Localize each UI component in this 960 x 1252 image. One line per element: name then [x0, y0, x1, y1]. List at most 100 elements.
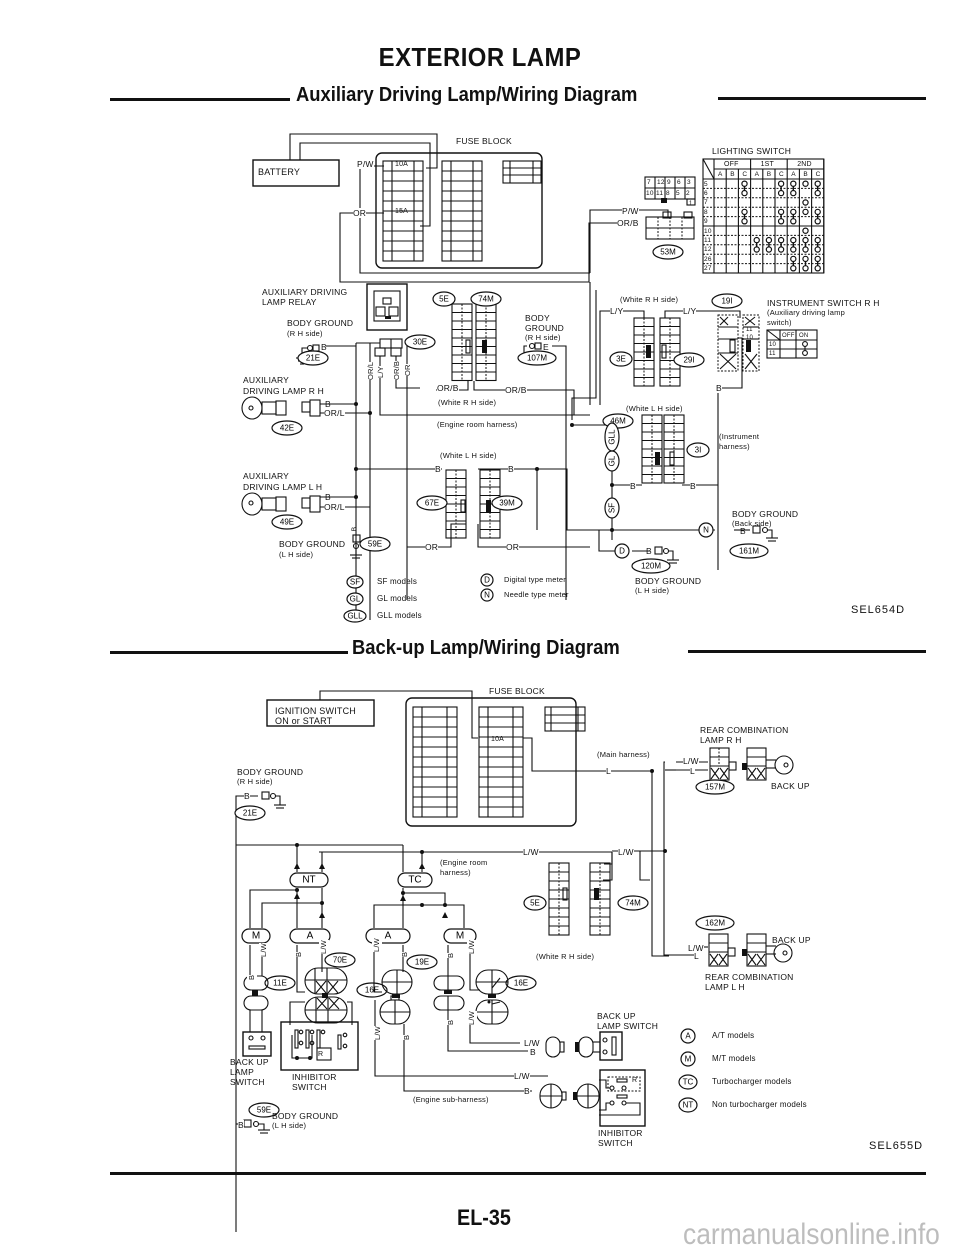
- model-block-nt: NT: [289, 872, 329, 888]
- continuity-node: [790, 189, 797, 197]
- pill-text: A: [307, 931, 314, 942]
- rear-combo-rh-label: LAMP R H: [700, 735, 742, 745]
- pill-wires: [249, 945, 480, 993]
- connector-note: (White R H side): [620, 295, 679, 304]
- inhibitor-label: SWITCH: [292, 1082, 327, 1092]
- continuity-node: [777, 246, 785, 253]
- connector-74M: [475, 303, 497, 382]
- wire: [639, 851, 650, 881]
- pin-number: 6: [677, 179, 681, 186]
- wire-label-b: B: [716, 383, 722, 393]
- badge-outline: [432, 291, 456, 307]
- wire-l-w: [469, 1024, 520, 1044]
- aux-driving-lamp-relay: [366, 283, 408, 331]
- wire-label-ly: L/Y: [610, 306, 624, 316]
- legend-badge: TC: [678, 1074, 698, 1090]
- harness-label: (Engine sub-harness): [413, 1095, 489, 1104]
- junction: [420, 903, 424, 907]
- connector-16E: [475, 969, 509, 998]
- ground-side-label: (L H side): [279, 550, 314, 559]
- connector-mate: [475, 999, 509, 1025]
- connector-19I: [717, 314, 760, 372]
- backup-diagram-heading: Back-up Lamp/Wiring Diagram: [352, 637, 620, 659]
- pin-number: 9: [667, 179, 671, 186]
- continuity-node: [790, 265, 797, 272]
- wire-label: B: [402, 1034, 412, 1040]
- wire-label-e: E: [543, 342, 549, 352]
- wire: [289, 133, 438, 169]
- badge-outline: [614, 543, 630, 559]
- continuity-node: [753, 246, 760, 253]
- continuity-node: [790, 218, 797, 225]
- badge-outline: [297, 350, 329, 366]
- backup-switch-right-label: LAMP SWITCH: [597, 1021, 659, 1031]
- connector-id-badge: 19I: [711, 293, 743, 309]
- pill-text: A: [385, 931, 392, 942]
- badge-outline: [470, 291, 502, 307]
- connector-id-badge: 21E: [297, 350, 329, 366]
- aux-lamp-rh-label: DRIVING LAMP R H: [243, 386, 324, 396]
- connector-mate: [433, 995, 465, 1011]
- badge-outline: [631, 558, 671, 574]
- legend-text: Non turbocharger models: [712, 1100, 807, 1109]
- badge-text: 120M: [641, 562, 661, 571]
- aux-diagram-heading: Auxiliary Driving Lamp/Wiring Diagram: [296, 84, 638, 106]
- wire-label-b: B: [351, 526, 359, 532]
- badge-text: 5E: [530, 899, 540, 908]
- legend-badge: GL: [346, 592, 364, 606]
- wire-label: L/W: [319, 940, 329, 954]
- wire-l: [651, 771, 669, 957]
- continuity-node: [802, 246, 809, 253]
- wire: [299, 142, 431, 227]
- ground-label: BODY GROUND: [279, 539, 346, 549]
- ground-side-label: (L H side): [272, 1121, 307, 1130]
- badge-outline: [234, 805, 266, 821]
- switch-row-label: 8: [704, 208, 708, 216]
- badge-text: 16E: [365, 986, 379, 995]
- badge-outline: [480, 573, 494, 587]
- watermark: carmanualsonline.info: [683, 1218, 940, 1251]
- continuity-node: [790, 208, 797, 216]
- badge-outline: [617, 895, 649, 911]
- meter-badge-d: D: [614, 543, 630, 559]
- switch-subcol-label: A: [718, 171, 723, 178]
- wire: [598, 530, 615, 552]
- fuse-block-label: FUSE BLOCK: [456, 136, 512, 146]
- connector-id-badge: 42E: [271, 420, 303, 436]
- fuse-10a-label: 10A: [395, 161, 409, 168]
- connector-id-badge: 30E: [404, 334, 436, 350]
- legend-badge: N: [480, 588, 494, 602]
- connector-id-badge: 59E: [359, 536, 391, 552]
- wire-label-b: B: [740, 526, 746, 536]
- pill-outline: [289, 872, 329, 888]
- relay-label: LAMP RELAY: [262, 297, 317, 307]
- connector-id-badge: 74M: [470, 291, 502, 307]
- badge-text: 21E: [243, 809, 257, 818]
- fuse-relay-block: [544, 706, 586, 732]
- pill-outline: [241, 928, 271, 944]
- switch-subcol-label: C: [742, 171, 748, 178]
- footer-rule: [110, 1172, 926, 1175]
- connector-30E: [374, 338, 403, 357]
- model-badge-gll: GLL: [604, 422, 620, 452]
- badge-text: 16E: [514, 979, 528, 988]
- switch-row-label: 10: [704, 227, 712, 235]
- wire-label-orb: OR/B: [437, 383, 459, 393]
- model-block-tc: TC: [397, 872, 433, 888]
- badge-outline: [517, 350, 557, 366]
- badge-text: 53M: [660, 248, 676, 257]
- badge-text: 49E: [280, 518, 294, 527]
- page-number: EL-35: [456, 1205, 511, 1230]
- connector-5E: [548, 862, 570, 936]
- switch-subcol-label: B: [766, 171, 772, 178]
- switch-subcol-label: B: [803, 171, 808, 178]
- badge-outline: [491, 495, 523, 511]
- badge-text: D: [484, 576, 490, 585]
- badge-text: TC: [683, 1078, 694, 1087]
- pin-number: 1: [689, 201, 693, 207]
- backup-switch-right-label: BACK UP: [597, 1011, 636, 1021]
- badge-text: 74M: [625, 899, 641, 908]
- arrow-icon: [319, 863, 325, 869]
- legend-badge: A: [680, 1028, 696, 1044]
- connector-lock: [661, 344, 667, 359]
